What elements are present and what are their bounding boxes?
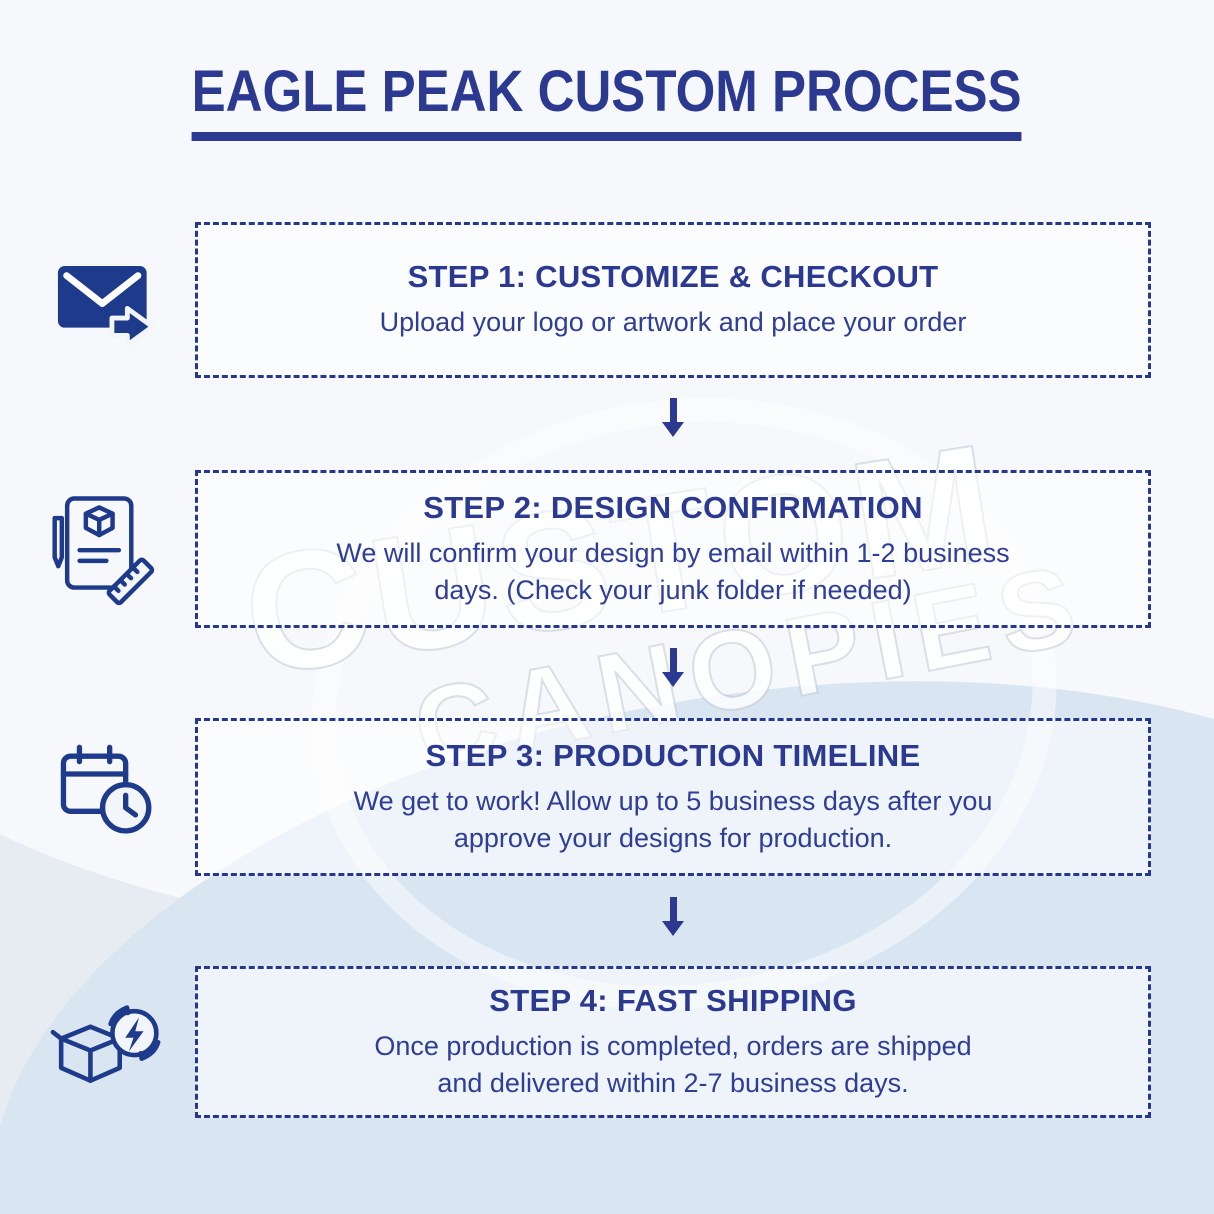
step-1-box: STEP 1: CUSTOMIZE & CHECKOUT Upload your… (195, 222, 1151, 378)
step-1-body: Upload your logo or artwork and place yo… (379, 307, 967, 338)
down-arrow-icon (658, 648, 688, 687)
step-2-body: We will confirm your design by email wit… (336, 538, 1010, 605)
shipping-box-icon (50, 1002, 162, 1104)
calendar-clock-icon (58, 742, 156, 843)
down-arrow-icon (658, 398, 688, 437)
page-title: EAGLE PEAK CUSTOM PROCESS (191, 58, 1023, 141)
step-4-box: STEP 4: FAST SHIPPING Once production is… (195, 966, 1151, 1118)
down-arrow-icon (658, 897, 688, 936)
step-4-title: STEP 4: FAST SHIPPING (489, 983, 857, 1019)
step-4-body: Once production is completed, orders are… (374, 1031, 972, 1098)
design-confirmation-icon (44, 486, 158, 614)
step-2-box: STEP 2: DESIGN CONFIRMATION We will conf… (195, 470, 1151, 628)
step-3-title: STEP 3: PRODUCTION TIMELINE (425, 738, 921, 774)
step-3-body: We get to work! Allow up to 5 business d… (353, 786, 993, 853)
mail-sent-icon (56, 260, 164, 356)
step-3-box: STEP 3: PRODUCTION TIMELINE We get to wo… (195, 718, 1151, 876)
step-1-title: STEP 1: CUSTOMIZE & CHECKOUT (407, 259, 939, 295)
step-2-title: STEP 2: DESIGN CONFIRMATION (423, 490, 923, 526)
page-title-wrap: EAGLE PEAK CUSTOM PROCESS (0, 58, 1214, 141)
